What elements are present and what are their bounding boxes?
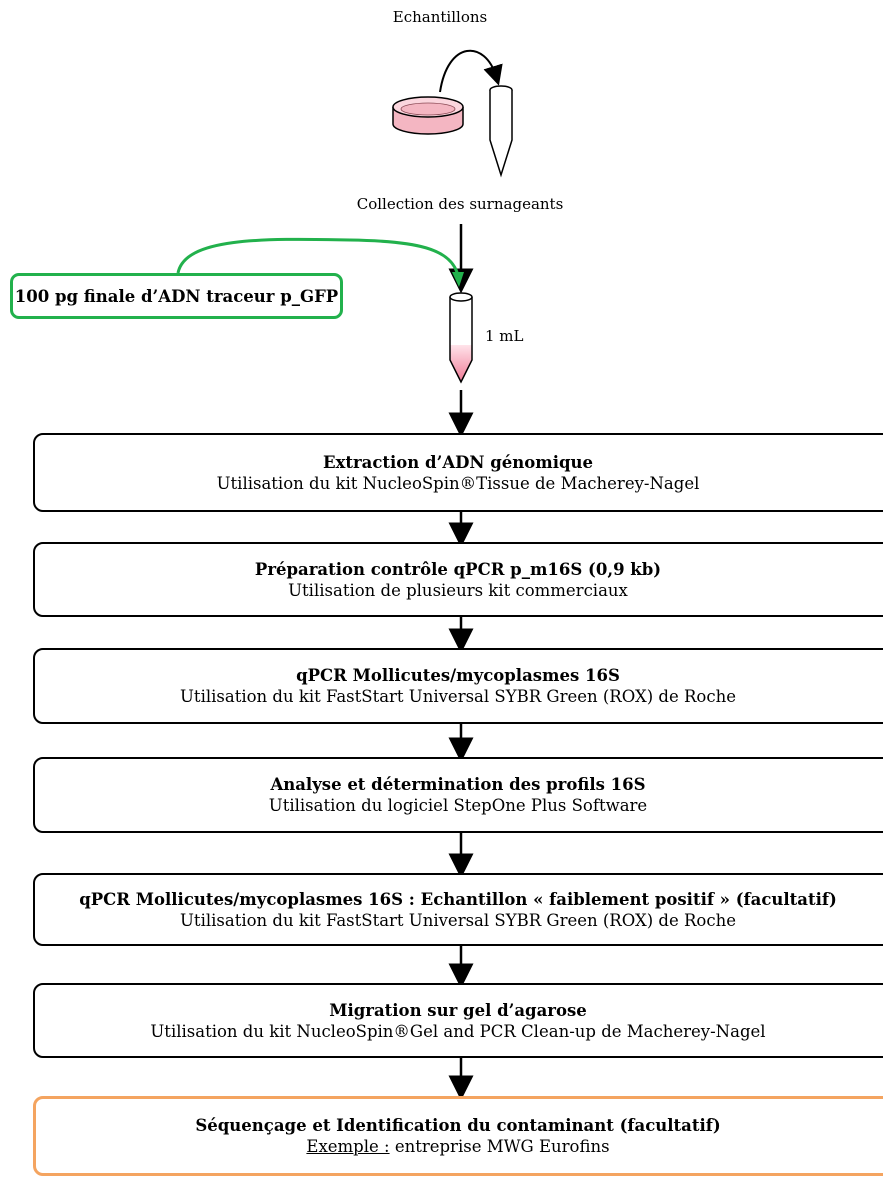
tube-volume-label: 1 mL: [485, 327, 524, 345]
petri-dish-icon: [392, 96, 464, 135]
step-title: Préparation contrôle qPCR p_m16S (0,9 kb…: [254, 559, 662, 579]
step-dna-extraction: Extraction d’ADN génomique Utilisation d…: [33, 433, 883, 512]
step-gel-migration: Migration sur gel d’agarose Utilisation …: [33, 983, 883, 1058]
example-text: entreprise MWG Eurofins: [389, 1137, 610, 1156]
step-subtitle: Utilisation du kit FastStart Universal S…: [180, 687, 736, 706]
diagram-title: Echantillons: [392, 8, 488, 26]
step-qpcr-weak-positive: qPCR Mollicutes/mycoplasmes 16S : Echant…: [33, 873, 883, 946]
step-qpcr-control-prep: Préparation contrôle qPCR p_m16S (0,9 kb…: [33, 542, 883, 617]
step-title: qPCR Mollicutes/mycoplasmes 16S : Echant…: [79, 889, 837, 909]
sample-tube-icon: [449, 292, 473, 384]
step-profile-analysis: Analyse et détermination des profils 16S…: [33, 757, 883, 833]
example-prefix: Exemple :: [306, 1137, 390, 1156]
step-title: Séquençage et Identification du contamin…: [195, 1116, 721, 1135]
step-qpcr-16s: qPCR Mollicutes/mycoplasmes 16S Utilisat…: [33, 648, 883, 724]
step-title: Extraction d’ADN génomique: [322, 452, 594, 472]
step-title: Analyse et détermination des profils 16S: [270, 775, 646, 794]
step-subtitle: Utilisation du logiciel StepOne Plus Sof…: [268, 796, 648, 815]
step-subtitle: Utilisation du kit NucleoSpin®Gel and PC…: [150, 1021, 766, 1041]
step-subtitle: Utilisation du kit NucleoSpin®Tissue de …: [216, 473, 700, 493]
step-subtitle: Utilisation de plusieurs kit commerciaux: [288, 580, 628, 600]
tracer-label: 100 pg finale d’ADN traceur p_GFP: [14, 286, 339, 306]
test-tube-icon: [489, 85, 513, 178]
step-sequencing: Séquençage et Identification du contamin…: [33, 1096, 883, 1176]
step-title: qPCR Mollicutes/mycoplasmes 16S: [296, 666, 620, 685]
collection-label: Collection des surnageants: [356, 195, 564, 213]
step-subtitle: Exemple : entreprise MWG Eurofins: [306, 1136, 609, 1157]
tracer-box: 100 pg finale d’ADN traceur p_GFP: [10, 273, 343, 319]
step-title: Migration sur gel d’agarose: [329, 1000, 587, 1020]
step-subtitle: Utilisation du kit FastStart Universal S…: [180, 910, 736, 930]
